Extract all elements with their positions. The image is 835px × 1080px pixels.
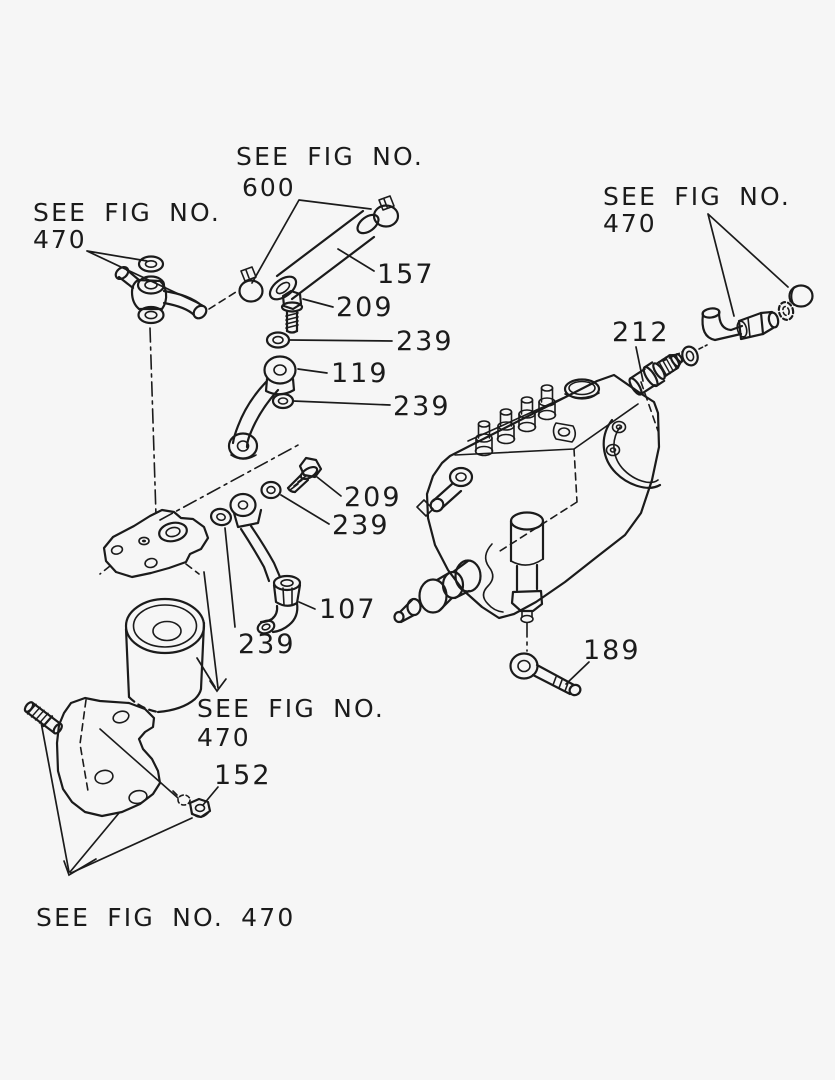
filter-head-drawing <box>99 443 301 579</box>
callout-239-upper: 239 <box>396 326 454 357</box>
bolt-209-upper-drawing <box>280 289 304 334</box>
fig-ref-600-line2: 600 <box>242 173 296 202</box>
part-number-callouts: 157 209 239 119 239 209 239 107 239 212 … <box>214 259 670 791</box>
callout-157: 157 <box>377 259 435 290</box>
coolant-hose-tee-fitting-drawing <box>114 255 264 517</box>
callout-209-upper: 209 <box>336 292 394 323</box>
callout-189: 189 <box>583 635 641 666</box>
washer-239-middle-drawing <box>260 480 282 500</box>
hose-157-drawing <box>268 195 400 301</box>
joint-212-drawing <box>628 344 708 396</box>
callout-239-middle: 239 <box>332 510 390 541</box>
injection-pump-drawing <box>393 373 662 652</box>
fig-ref-left-470-line2: 470 <box>33 225 87 254</box>
eye-bolt-189-drawing <box>509 652 582 697</box>
washer-239-lower-drawing <box>209 507 233 527</box>
fig-ref-right-470-line2: 470 <box>603 209 657 238</box>
callout-152: 152 <box>214 760 272 791</box>
bolt-209-middle-drawing <box>286 456 323 494</box>
washer-239-second-drawing <box>271 392 295 410</box>
fig-ref-left-470-line1: SEE FIG NO. <box>33 198 221 227</box>
plug-cap-drawing <box>788 284 814 308</box>
delivery-valve-holders <box>474 384 557 457</box>
washer-239-upper-drawing <box>265 331 291 349</box>
fig-ref-middle-470-line1: SEE FIG NO. <box>197 694 385 723</box>
fig-ref-bottom-470: SEE FIG NO. 470 <box>36 903 295 932</box>
callout-119: 119 <box>331 358 389 389</box>
callout-107: 107 <box>319 594 377 625</box>
fuel-filter-cartridge-drawing <box>124 597 206 714</box>
lock-washer-nut-152-drawing <box>172 790 212 819</box>
leader-lines <box>40 199 789 877</box>
figure-reference-labels: SEE FIG NO. 600 SEE FIG NO. 470 SEE FIG … <box>33 142 791 932</box>
elbow-fitting-drawing <box>701 301 795 342</box>
callout-239-lower: 239 <box>238 629 296 660</box>
fig-ref-right-470-line1: SEE FIG NO. <box>603 182 791 211</box>
fig-ref-middle-470-line2: 470 <box>197 723 251 752</box>
camshaft-drawing <box>393 559 482 624</box>
callout-239-second: 239 <box>393 391 451 422</box>
mounting-bracket-drawing <box>55 696 179 818</box>
callout-209-middle: 209 <box>344 482 402 513</box>
fuel-pipe-107-drawing <box>229 492 302 635</box>
callout-212: 212 <box>612 317 670 348</box>
fig-ref-600-line1: SEE FIG NO. <box>236 142 424 171</box>
stud-bolt-drawing <box>23 701 63 735</box>
